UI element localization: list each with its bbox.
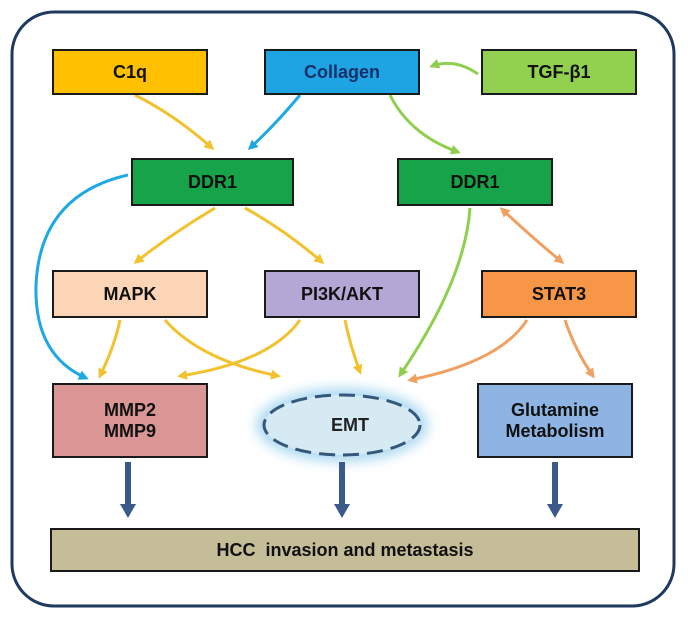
- node-c1q-label: C1q: [112, 61, 147, 82]
- arrow-mapk-to-mmp: [98, 319, 122, 379]
- node-hcc: HCC invasion and metastasis: [50, 528, 640, 572]
- node-tgfb1-label: TGF-β1: [527, 61, 591, 82]
- node-glutamine-metabolism: Glutamine Metabolism: [477, 383, 633, 458]
- arrow-mapk-to-emt: [163, 319, 281, 380]
- arrow-pi3k-to-emt: [343, 319, 363, 375]
- node-collagen: Collagen: [264, 49, 420, 95]
- node-ddr1-right-label: DDR1: [450, 171, 500, 192]
- arrow-c1q-to-ddr1: [134, 93, 215, 150]
- node-emt-label: EMT: [331, 414, 369, 435]
- arrow-stat3-to-glutamine: [563, 319, 595, 379]
- node-stat3-label: STAT3: [531, 283, 587, 304]
- node-stat3: STAT3: [481, 270, 637, 318]
- node-mmp: MMP2 MMP9: [52, 383, 208, 458]
- arrow-stat3-to-emt: [407, 319, 529, 384]
- node-hcc-label: HCC invasion and metastasis: [216, 539, 474, 560]
- arrow-collagen-to-ddr1-right: [388, 94, 461, 155]
- node-glutamine-label-1: Glutamine: [510, 399, 599, 420]
- node-ddr1-left-label: DDR1: [187, 171, 237, 192]
- arrow-ddr1-to-pi3k: [244, 206, 325, 264]
- arrow-collagen-to-ddr1: [247, 94, 302, 151]
- arrow-pi3k-to-mmp: [177, 319, 302, 380]
- node-mmp-label-1: MMP2: [103, 399, 156, 420]
- node-tgfb1: TGF-β1: [481, 49, 637, 95]
- arrow-ddr1-stat3-bidirectional: [499, 207, 565, 264]
- emt-ellipse: [262, 393, 422, 457]
- node-ddr1-left: DDR1: [131, 158, 294, 206]
- node-pi3k-akt: PI3K/AKT: [264, 270, 420, 318]
- node-ddr1-right: DDR1: [397, 158, 553, 206]
- node-mmp-label-2: MMP9: [103, 420, 156, 441]
- arrow-ddr1-right-to-emt: [398, 207, 472, 378]
- arrow-ddr1-to-mmp: [34, 173, 129, 380]
- node-c1q: C1q: [52, 49, 208, 95]
- node-glutamine-label-2: Metabolism: [505, 420, 605, 441]
- node-mapk: MAPK: [52, 270, 208, 318]
- arrow-ddr1-to-mapk: [133, 206, 216, 264]
- arrow-tgfb1-to-collagen: [429, 58, 479, 76]
- node-pi3k-akt-label: PI3K/AKT: [300, 283, 383, 304]
- node-mapk-label: MAPK: [103, 283, 157, 304]
- node-collagen-label: Collagen: [303, 61, 380, 82]
